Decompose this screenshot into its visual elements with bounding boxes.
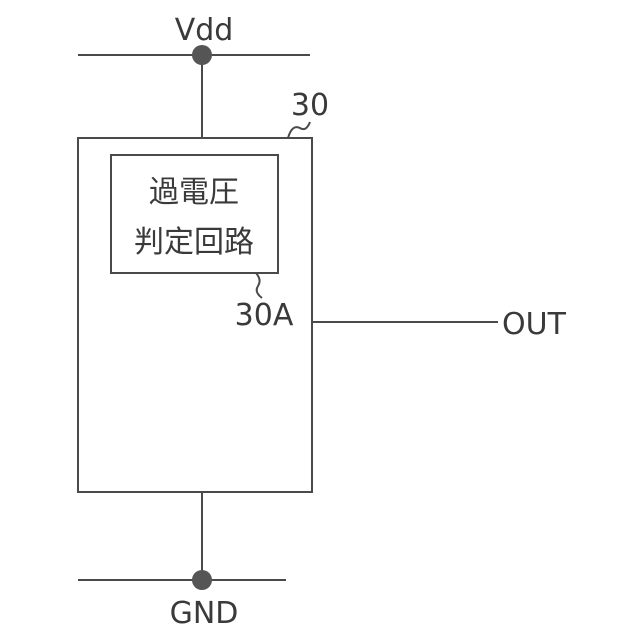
gnd-node [192,570,212,590]
block-30-leader [288,122,310,138]
sub-block-30a-leader [256,273,262,298]
sub-block-text-line1: 過電圧 [149,175,239,210]
block-30-ref-label: 30 [291,88,329,123]
out-label: OUT [502,307,567,342]
sub-block-30a-ref-label: 30A [235,298,294,333]
vdd-label: Vdd [175,13,234,48]
vdd-node [192,45,212,65]
gnd-label: GND [170,596,239,631]
sub-block-text-line2: 判定回路 [134,225,254,260]
